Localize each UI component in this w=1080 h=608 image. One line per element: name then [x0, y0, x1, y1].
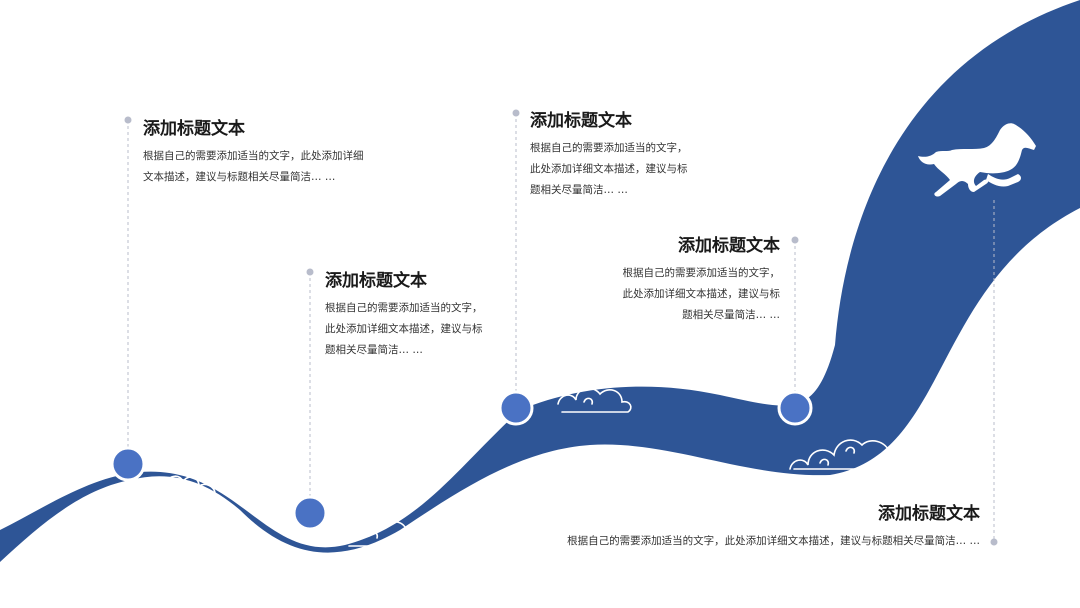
item-2: 添加标题文本 根据自己的需要添加适当的文字， 此处添加详细文本描述，建议与标 题… — [325, 270, 525, 361]
guide-dot — [307, 269, 314, 276]
guide-dot — [792, 237, 799, 244]
item-4: 添加标题文本 根据自己的需要添加适当的文字， 此处添加详细文本描述，建议与标 题… — [580, 235, 780, 326]
guide-dot — [513, 110, 520, 117]
item-desc: 根据自己的需要添加适当的文字，此处添加详细文本描述，建议与标题相关尽量简洁… … — [500, 531, 980, 552]
item-5: 添加标题文本 根据自己的需要添加适当的文字，此处添加详细文本描述，建议与标题相关… — [500, 503, 980, 552]
timeline-node-1 — [112, 448, 144, 480]
item-3: 添加标题文本 根据自己的需要添加适当的文字， 此处添加详细文本描述，建议与标 题… — [530, 110, 730, 201]
guide-dot — [125, 117, 132, 124]
timeline-band — [0, 0, 1080, 562]
item-title: 添加标题文本 — [500, 503, 980, 525]
item-title: 添加标题文本 — [325, 270, 525, 292]
timeline-node-2 — [294, 497, 326, 529]
timeline-node-4 — [779, 392, 811, 424]
item-title: 添加标题文本 — [530, 110, 730, 132]
item-desc: 根据自己的需要添加适当的文字， 此处添加详细文本描述，建议与标 题相关尽量简洁…… — [580, 263, 780, 326]
item-title: 添加标题文本 — [143, 118, 403, 140]
item-desc: 根据自己的需要添加适当的文字，此处添加详细 文本描述，建议与标题相关尽量简洁… … — [143, 146, 403, 188]
item-title: 添加标题文本 — [580, 235, 780, 257]
guide-dot — [991, 539, 998, 546]
timeline-node-3 — [500, 392, 532, 424]
item-desc: 根据自己的需要添加适当的文字， 此处添加详细文本描述，建议与标 题相关尽量简洁…… — [325, 298, 525, 361]
item-1: 添加标题文本 根据自己的需要添加适当的文字，此处添加详细 文本描述，建议与标题相… — [143, 118, 403, 188]
item-desc: 根据自己的需要添加适当的文字， 此处添加详细文本描述，建议与标 题相关尽量简洁…… — [530, 138, 730, 201]
